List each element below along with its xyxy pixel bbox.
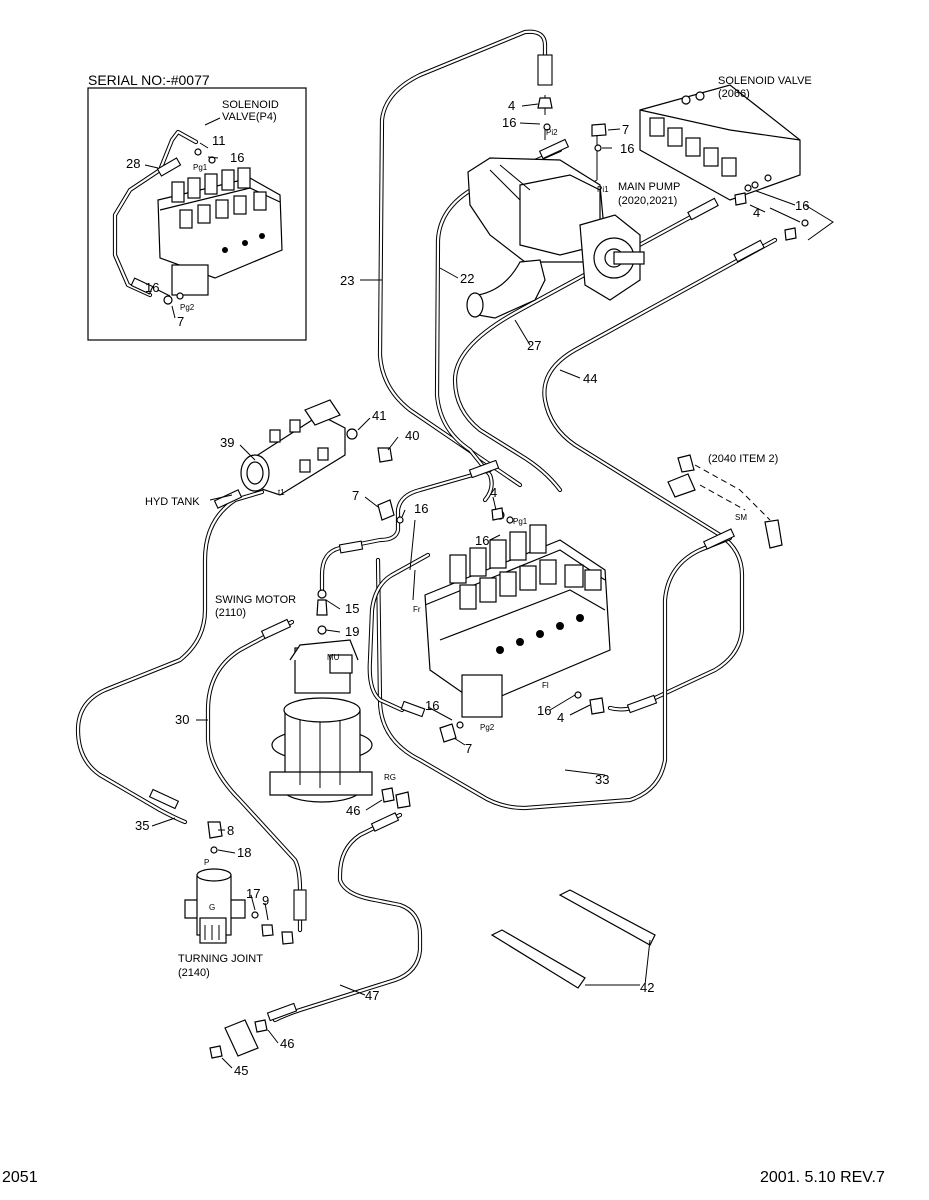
callout-7-top: 7: [622, 122, 629, 137]
plug-40: [377, 447, 393, 463]
inset-callout-16b: 16: [145, 280, 159, 295]
callout-40: 40: [405, 428, 419, 443]
swing-motor-code: (2110): [215, 607, 246, 619]
callout-16-fl: 16: [537, 703, 551, 718]
callout-22: 22: [460, 271, 474, 286]
callout-16-right: 16: [795, 198, 809, 213]
callout-16-pg2: 16: [425, 698, 439, 713]
callout-7-tank: 7: [352, 488, 359, 503]
callout-30: 30: [175, 712, 189, 727]
port-pi1: Pi1: [597, 185, 609, 194]
o-ring-41: [346, 428, 358, 440]
callout-18: 18: [237, 845, 251, 860]
solenoid-valve-code: (2066): [718, 88, 750, 100]
callout-23: 23: [340, 273, 354, 288]
port-fr: Fr: [413, 605, 421, 614]
port-pg1: Pg1: [513, 517, 528, 526]
callout-35: 35: [135, 818, 149, 833]
callout-46-motor: 46: [346, 803, 360, 818]
main-control-valve: [424, 510, 611, 718]
solenoid-valve-label: SOLENOID VALVE: [718, 75, 812, 87]
callout-9: 9: [262, 893, 269, 908]
fittings: [377, 97, 809, 809]
inset-solenoid-sublabel: VALVE(P4): [222, 111, 277, 123]
callout-19: 19: [345, 624, 359, 639]
port-t1: t1: [278, 488, 285, 497]
hose-33: [367, 552, 431, 718]
hyd-tank-label: HYD TANK: [145, 496, 200, 508]
hyd-tank-manifold: [240, 399, 346, 496]
hose-35: [75, 489, 265, 825]
callout-4-valve: 4: [490, 485, 497, 500]
callout-46-plate: 46: [280, 1036, 294, 1051]
hose-47: [266, 812, 423, 1023]
inset-solenoid-label: SOLENOID: [222, 99, 279, 111]
callout-16-tank: 16: [414, 501, 428, 516]
inset-port-pg2: Pg2: [180, 303, 195, 312]
callout-17: 17: [246, 886, 260, 901]
port-mu: MU: [327, 653, 340, 662]
port-sm: SM: [735, 513, 747, 522]
callout-4-fl: 4: [557, 710, 564, 725]
callout-39: 39: [220, 435, 234, 450]
hose-44: [542, 237, 778, 714]
inset-port-pg1: Pg1: [193, 163, 208, 172]
callout-44: 44: [583, 371, 597, 386]
swing-motor-label: SWING MOTOR: [215, 594, 296, 606]
hose-23: [377, 29, 553, 488]
callout-4-right: 4: [753, 205, 760, 220]
inset-control-valve: [157, 148, 283, 305]
port-pg2: Pg2: [480, 723, 495, 732]
callout-16-valve: 16: [475, 533, 489, 548]
revision-stamp: 2001. 5.10 REV.7: [760, 1169, 885, 1186]
plate-fitting-45: [209, 1019, 268, 1059]
callout-27: 27: [527, 338, 541, 353]
callout-4-top: 4: [508, 98, 515, 113]
callout-16-pump: 16: [620, 141, 634, 156]
main-pump: [466, 157, 645, 319]
inset-callout-28: 28: [126, 156, 140, 171]
hose-sm: [375, 528, 736, 811]
callout-33: 33: [595, 772, 609, 787]
clamp-strap-42: [490, 889, 656, 989]
port-g: G: [209, 903, 215, 912]
turning-joint: [184, 821, 294, 945]
port-fl: Fl: [542, 681, 549, 690]
main-pump-code: (2020,2021): [618, 195, 677, 207]
turning-joint-code: (2140): [178, 967, 210, 979]
callout-7-pg2: 7: [465, 741, 472, 756]
callout-42: 42: [640, 980, 654, 995]
callout-47: 47: [365, 988, 379, 1003]
item-2040-label: (2040 ITEM 2): [708, 453, 778, 465]
inset-serial-0077: SERIAL NO:-#0077 SOLENOID VALVE(P4): [87, 72, 307, 341]
port-pi2: Pi2: [546, 128, 558, 137]
main-pump-label: MAIN PUMP: [618, 181, 680, 193]
solenoid-valve-2066: [639, 84, 801, 201]
callout-16-top: 16: [502, 115, 516, 130]
swing-motor: [269, 589, 373, 803]
inset-callout-16a: 16: [230, 150, 244, 165]
inset-callout-7: 7: [177, 314, 184, 329]
port-p: P: [204, 858, 209, 867]
hose-22: [434, 138, 570, 503]
callout-41: 41: [372, 408, 386, 423]
hose-27: [452, 197, 719, 493]
inset-serial-label: SERIAL NO:-#0077: [88, 72, 210, 88]
callout-15: 15: [345, 601, 359, 616]
hose-swing-top: [319, 459, 500, 593]
callout-45: 45: [234, 1063, 248, 1078]
hose-30: [205, 618, 307, 933]
turning-joint-label: TURNING JOINT: [178, 953, 263, 965]
port-rg: RG: [384, 773, 396, 782]
callout-8: 8: [227, 823, 234, 838]
page-number: 2051: [2, 1169, 38, 1186]
inset-callout-11: 11: [212, 133, 226, 148]
